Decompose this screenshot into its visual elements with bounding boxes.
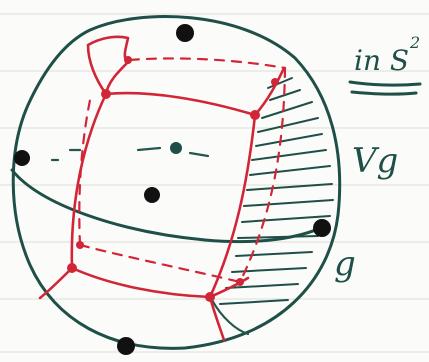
cube-back-edge-top (130, 58, 285, 68)
point-center (144, 187, 160, 203)
label-neighborhood: Vg (352, 141, 398, 181)
cube-right-front-edge (255, 68, 284, 115)
marked-points (14, 24, 331, 355)
label-space: in S (354, 44, 409, 77)
cube-vertices (67, 56, 279, 302)
cube-top-face (88, 37, 128, 94)
cube-front-bottom-edge (72, 268, 210, 297)
label-underline-2 (352, 92, 416, 94)
center-marks (52, 142, 208, 160)
label-space-exponent: 2 (409, 33, 420, 52)
cube-front-top-edge (106, 93, 255, 115)
point-top (176, 24, 194, 42)
cube-back-edge-bottom (80, 245, 240, 282)
point-geodesic (313, 219, 331, 237)
cube-corner-bottom-left (40, 268, 72, 298)
label-geodesic: g (334, 244, 356, 284)
point-bottom (117, 337, 135, 355)
geodesic-equator (12, 170, 325, 242)
label-underline (350, 82, 420, 85)
neighborhood-hatching (220, 78, 333, 304)
point-left (14, 150, 30, 166)
